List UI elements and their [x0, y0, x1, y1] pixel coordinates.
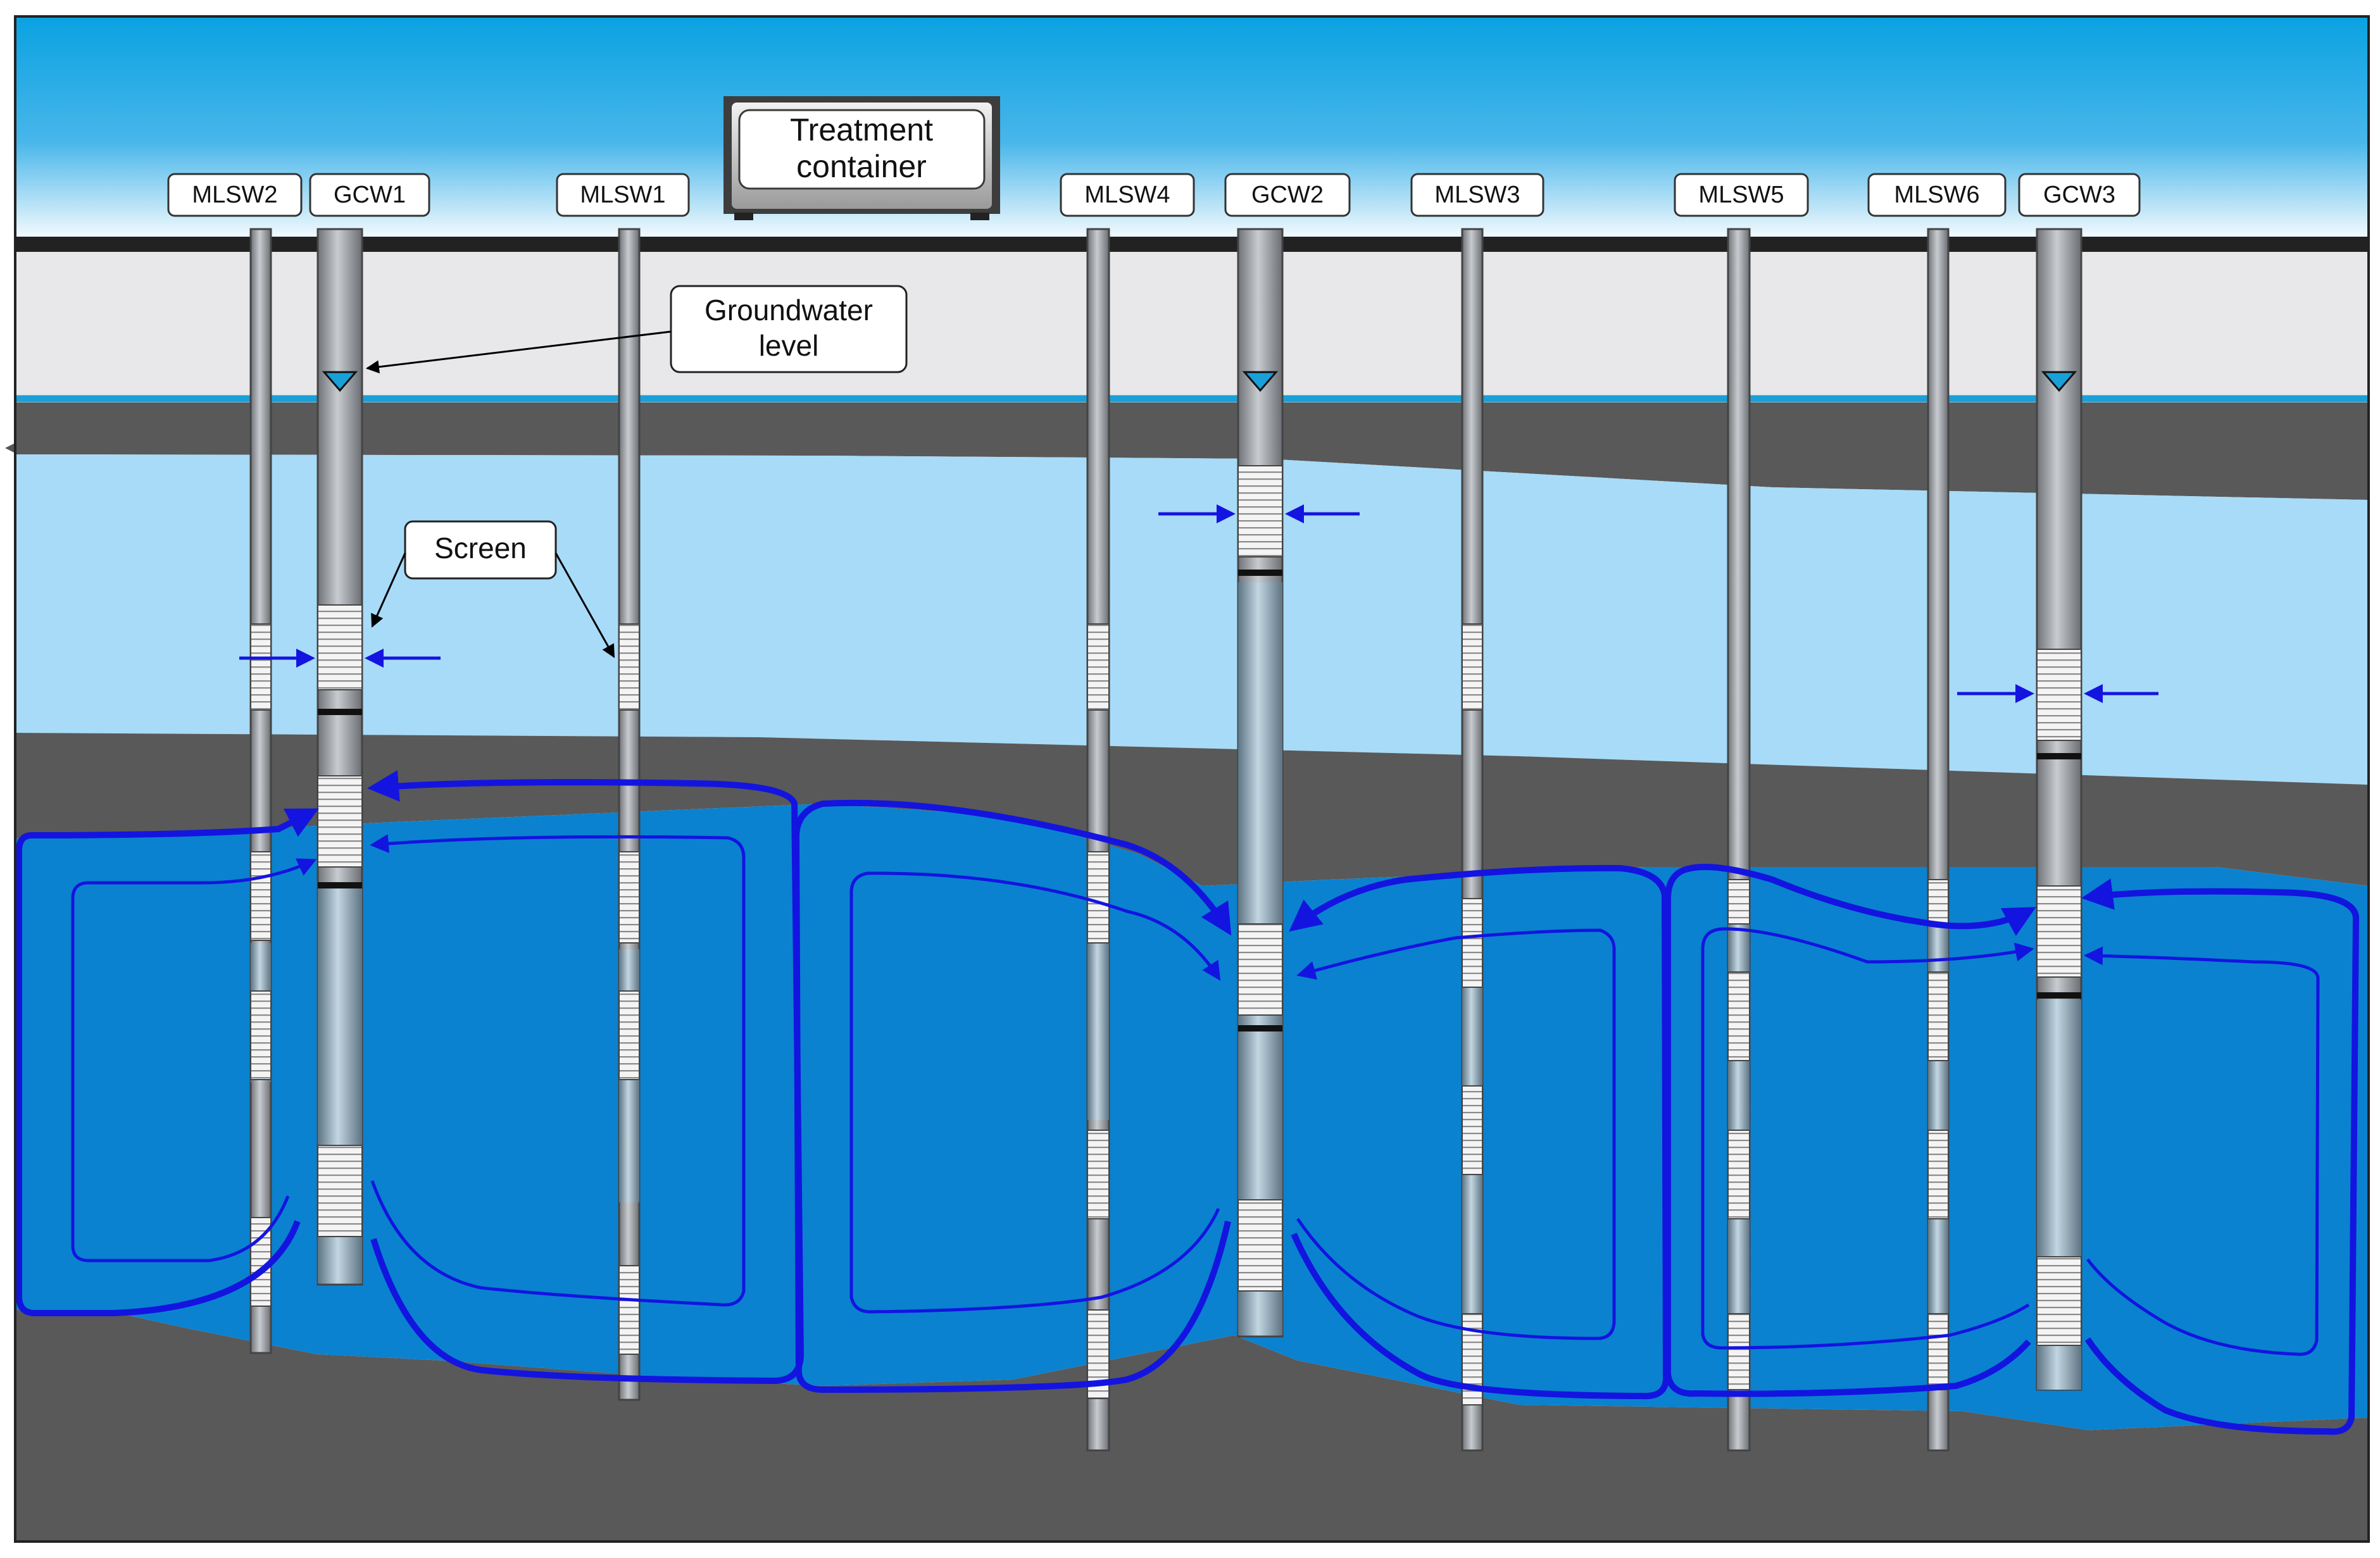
well-mlsw3	[1461, 228, 1484, 1452]
screen-segment	[2036, 1256, 2082, 1346]
well-mlsw5	[1727, 228, 1751, 1452]
screen-segment	[2036, 885, 2082, 978]
screen-segment	[250, 623, 272, 711]
screen-segment	[317, 775, 363, 868]
screen-segment	[1087, 851, 1110, 944]
bedrock	[15, 1310, 2369, 1542]
treatment-container-label-line1: Treatment	[790, 112, 933, 147]
well-label-mlsw6: MLSW6	[1894, 182, 1979, 208]
unsaturated-zone	[15, 244, 2369, 402]
well-labels: MLSW2 GCW1 MLSW1 MLSW4 GCW2 MLSW3 MLSW5 …	[167, 173, 2141, 217]
well-label-gcw3: GCW3	[2043, 182, 2115, 208]
well-label-mlsw3: MLSW3	[1434, 182, 1520, 208]
screen-segment	[1727, 1313, 1750, 1390]
screen-segment	[250, 851, 272, 941]
left-edge-notch-mark	[5, 443, 15, 453]
treatment-container-label-line2: container	[796, 149, 927, 184]
screen-segment	[618, 1265, 640, 1355]
screen-segment	[1727, 1130, 1750, 1219]
well-mlsw1	[618, 228, 641, 1401]
screen-segment	[618, 623, 640, 711]
screen-callout: Screen	[371, 520, 615, 658]
upper-aquifer	[15, 454, 2369, 785]
well-mlsw6	[1927, 228, 1950, 1452]
screen-segment	[317, 1145, 363, 1237]
ground-surface-line	[15, 237, 2369, 252]
screen-segment	[1462, 1085, 1483, 1175]
well-label-gcw1: GCW1	[334, 182, 406, 208]
screen-segment	[1727, 971, 1750, 1061]
circulation-cell-gcw1	[16, 770, 805, 1385]
well-mlsw2	[249, 228, 272, 1354]
well-label-mlsw1: MLSW1	[580, 182, 665, 208]
screen-segment	[317, 604, 363, 690]
water-level-triangle	[1242, 371, 1279, 392]
treatment-container: Treatment container	[723, 96, 1000, 220]
figure-frame	[14, 15, 2370, 1543]
water-level-triangle	[2041, 371, 2077, 392]
screen-segment	[1927, 879, 1949, 925]
groundwater-level-label-line1: Groundwater	[705, 294, 873, 327]
screen-segment	[1087, 623, 1110, 711]
screen-segment	[1927, 1130, 1949, 1219]
screen-segment	[1927, 1313, 1949, 1390]
groundwater-level-callout: Groundwater level	[365, 285, 908, 374]
well-label-mlsw4: MLSW4	[1084, 182, 1170, 208]
screen-segment	[1237, 465, 1283, 558]
well-gcw2	[1237, 228, 1284, 1338]
aquitard-upper	[15, 402, 2369, 500]
lower-aquifer	[15, 804, 2369, 1430]
water-level-triangle	[322, 371, 358, 392]
well-label-mlsw2: MLSW2	[192, 182, 277, 208]
screen-label: Screen	[434, 532, 527, 564]
aquitard-lower	[15, 733, 2369, 886]
screen-segment	[1087, 1130, 1110, 1219]
screen-segment	[2036, 649, 2082, 741]
well-label-gcw2: GCW2	[1251, 182, 1324, 208]
well-gcw1	[316, 228, 363, 1286]
screen-segment	[1462, 623, 1483, 711]
upper-inflow-arrows	[239, 504, 2158, 703]
screen-segment	[250, 990, 272, 1080]
screen-segment	[618, 851, 640, 944]
groundwater-level-label-line2: level	[759, 329, 819, 362]
screen-segment	[1727, 879, 1750, 925]
well-label-mlsw5: MLSW5	[1698, 182, 1784, 208]
screen-segment	[1237, 1199, 1283, 1292]
well-gcw3	[2036, 228, 2082, 1391]
screen-segment	[1237, 923, 1283, 1016]
screen-segment	[618, 990, 640, 1080]
screen-segment	[1927, 971, 1949, 1061]
circulation-cell-gcw3	[1665, 864, 2360, 1435]
screen-segment	[1462, 898, 1483, 988]
